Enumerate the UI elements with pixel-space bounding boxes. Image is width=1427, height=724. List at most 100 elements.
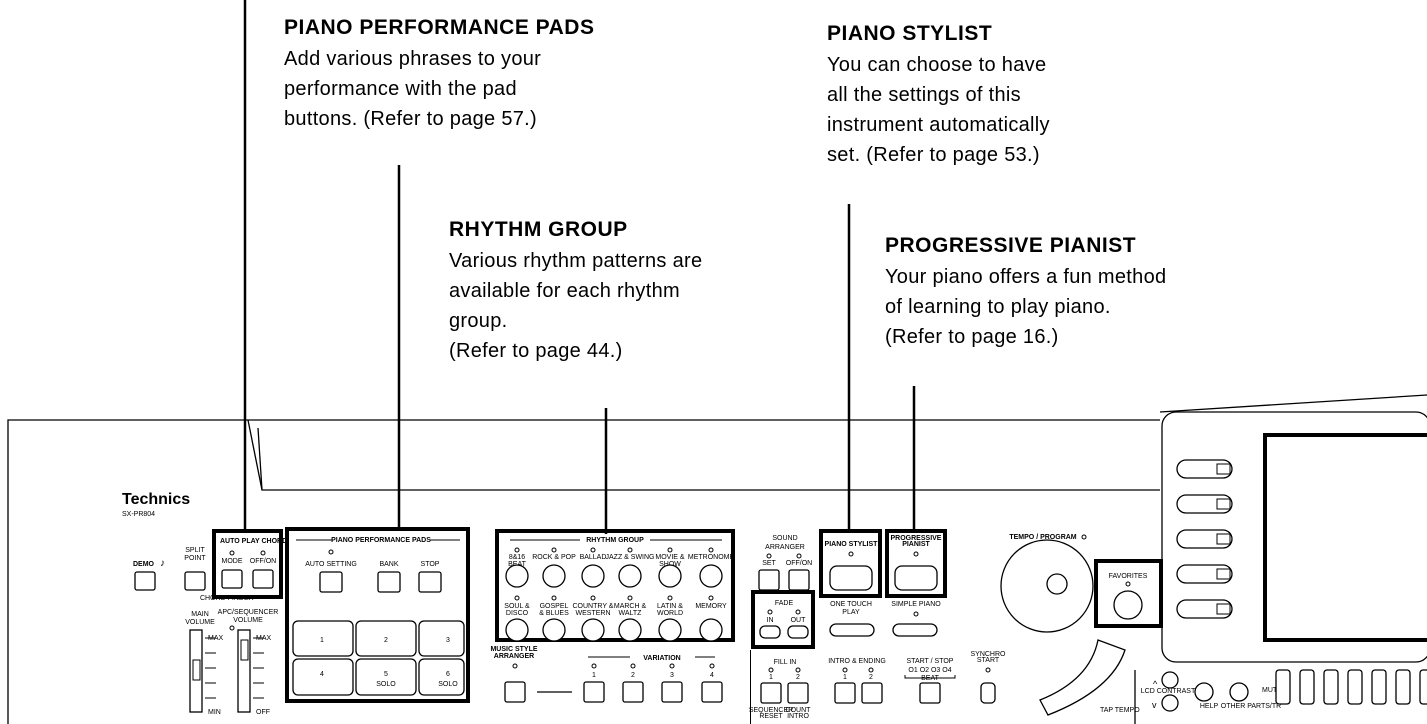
tap-tempo-pad[interactable]: [1039, 639, 1126, 716]
demo-label: DEMO: [133, 561, 155, 568]
part-button[interactable]: [1371, 669, 1387, 705]
lcd-button-tab: [1216, 568, 1231, 580]
sound-off-on-button[interactable]: [788, 569, 810, 591]
variation-4-button[interactable]: [701, 681, 723, 703]
rhythm-button-rhythm_top-6[interactable]: [699, 564, 723, 588]
rhythm-label: LATIN &: [657, 603, 683, 610]
chord-finder-label: CHORD FINDER: [200, 595, 254, 602]
stop-label: STOP: [421, 561, 440, 568]
intro-ending-1-button[interactable]: [834, 682, 856, 704]
other-parts-button[interactable]: [1229, 682, 1249, 702]
simple-piano-button[interactable]: [892, 623, 938, 637]
variation-num: 2: [631, 672, 635, 679]
rhythm-button-rhythm_bottom-5[interactable]: [658, 618, 682, 642]
seq-reset-label: SEQUENCER: [749, 707, 793, 714]
highlight-fade: [751, 590, 815, 649]
variation-led: [630, 663, 636, 669]
pad-5[interactable]: [355, 658, 417, 696]
bank-button[interactable]: [377, 571, 401, 593]
rhythm-button-rhythm_bottom-2[interactable]: [542, 618, 566, 642]
rhythm-label: JAZZ & SWING: [606, 554, 655, 561]
apc-volume-label: VOLUME: [233, 617, 263, 624]
fade-in-led: [767, 609, 773, 615]
rhythm-button-rhythm_top-1[interactable]: [505, 564, 529, 588]
part-button[interactable]: [1395, 669, 1411, 705]
synchro-start-button[interactable]: [980, 682, 996, 704]
variation-2-button[interactable]: [622, 681, 644, 703]
rhythm-button-rhythm_top-5[interactable]: [658, 564, 682, 588]
panel-outline: [7, 394, 1427, 724]
callout-rhythm-group: RHYTHM GROUP Various rhythm patterns are…: [449, 218, 702, 366]
part-button[interactable]: [1419, 669, 1427, 705]
seq-reset-label: RESET: [759, 713, 783, 720]
variation-3-button[interactable]: [661, 681, 683, 703]
rhythm-label: & BLUES: [539, 610, 569, 617]
rhythm-led: [514, 595, 520, 601]
part-button[interactable]: [1323, 669, 1339, 705]
auto-play-chord-label: AUTO PLAY CHORD: [220, 538, 287, 545]
rhythm-button-rhythm_top-3[interactable]: [581, 564, 605, 588]
offon-label: OFF/ON: [250, 558, 276, 565]
rhythm-label: COUNTRY &: [573, 603, 614, 610]
rhythm-led: [708, 595, 714, 601]
auto-setting-button[interactable]: [319, 571, 343, 593]
tempo-led: [1081, 534, 1087, 540]
apc-volume-knob[interactable]: [240, 639, 249, 661]
highlight-piano-stylist: [819, 529, 882, 598]
rhythm-button-rhythm_bottom-3[interactable]: [581, 618, 605, 642]
part-buttons: [1275, 669, 1427, 705]
sound-set-button[interactable]: [758, 569, 780, 591]
rhythm-led: [551, 547, 557, 553]
rhythm-button-rhythm_top-2[interactable]: [542, 564, 566, 588]
bank-label: BANK: [379, 561, 398, 568]
rhythm-button-rhythm_bottom-4[interactable]: [618, 618, 642, 642]
solo-label: SOLO: [438, 681, 458, 688]
mode-button[interactable]: [221, 569, 243, 589]
start-stop-button[interactable]: [919, 682, 941, 704]
fill-in-1-button[interactable]: [760, 682, 782, 704]
pad-1[interactable]: [292, 620, 354, 657]
help-button[interactable]: [1194, 682, 1214, 702]
contrast-down-button[interactable]: [1161, 694, 1179, 712]
fade-in-button[interactable]: [759, 625, 781, 639]
dial-finger-hole: [1046, 573, 1068, 595]
part-button[interactable]: [1347, 669, 1363, 705]
part-button[interactable]: [1299, 669, 1315, 705]
simple-piano-led: [913, 611, 919, 617]
fill-in-2-button[interactable]: [787, 682, 809, 704]
synchro-led: [985, 667, 991, 673]
intro-ending-2-button[interactable]: [861, 682, 883, 704]
fade-label: FADE: [775, 600, 794, 607]
progressive-pianist-button[interactable]: [894, 565, 938, 591]
leader-lines: [243, 0, 916, 534]
demo-button[interactable]: [134, 571, 156, 591]
solo-label: SOLO: [376, 681, 396, 688]
auto-setting-led: [328, 549, 334, 555]
contrast-up-button[interactable]: [1161, 671, 1179, 689]
music-style-arranger-button[interactable]: [504, 681, 526, 703]
one-touch-play-button[interactable]: [829, 623, 875, 637]
variation-1-button[interactable]: [583, 681, 605, 703]
stop-button[interactable]: [418, 571, 442, 593]
rhythm-button-rhythm_bottom-1[interactable]: [505, 618, 529, 642]
split-point-button[interactable]: [184, 571, 206, 591]
pad-3[interactable]: [418, 620, 465, 657]
fade-out-button[interactable]: [787, 625, 809, 639]
off-on-button[interactable]: [252, 569, 274, 589]
rhythm-button-rhythm_bottom-6[interactable]: [699, 618, 723, 642]
pad-4[interactable]: [292, 658, 354, 696]
main-volume-knob[interactable]: [192, 659, 201, 681]
fade-in-label: IN: [767, 617, 774, 624]
sound-arranger-label: ARRANGER: [765, 544, 805, 551]
model-name: SX-PR804: [122, 511, 155, 518]
section-border: [750, 650, 751, 724]
pad-2[interactable]: [355, 620, 417, 657]
highlight-auto-play-chord: [212, 529, 283, 599]
part-button[interactable]: [1275, 669, 1291, 705]
favorites-button[interactable]: [1113, 590, 1143, 620]
pad-6[interactable]: [418, 658, 465, 696]
piano-stylist-button[interactable]: [829, 565, 873, 591]
rhythm-button-rhythm_top-4[interactable]: [618, 564, 642, 588]
count-intro-label: COUNT: [786, 707, 812, 714]
